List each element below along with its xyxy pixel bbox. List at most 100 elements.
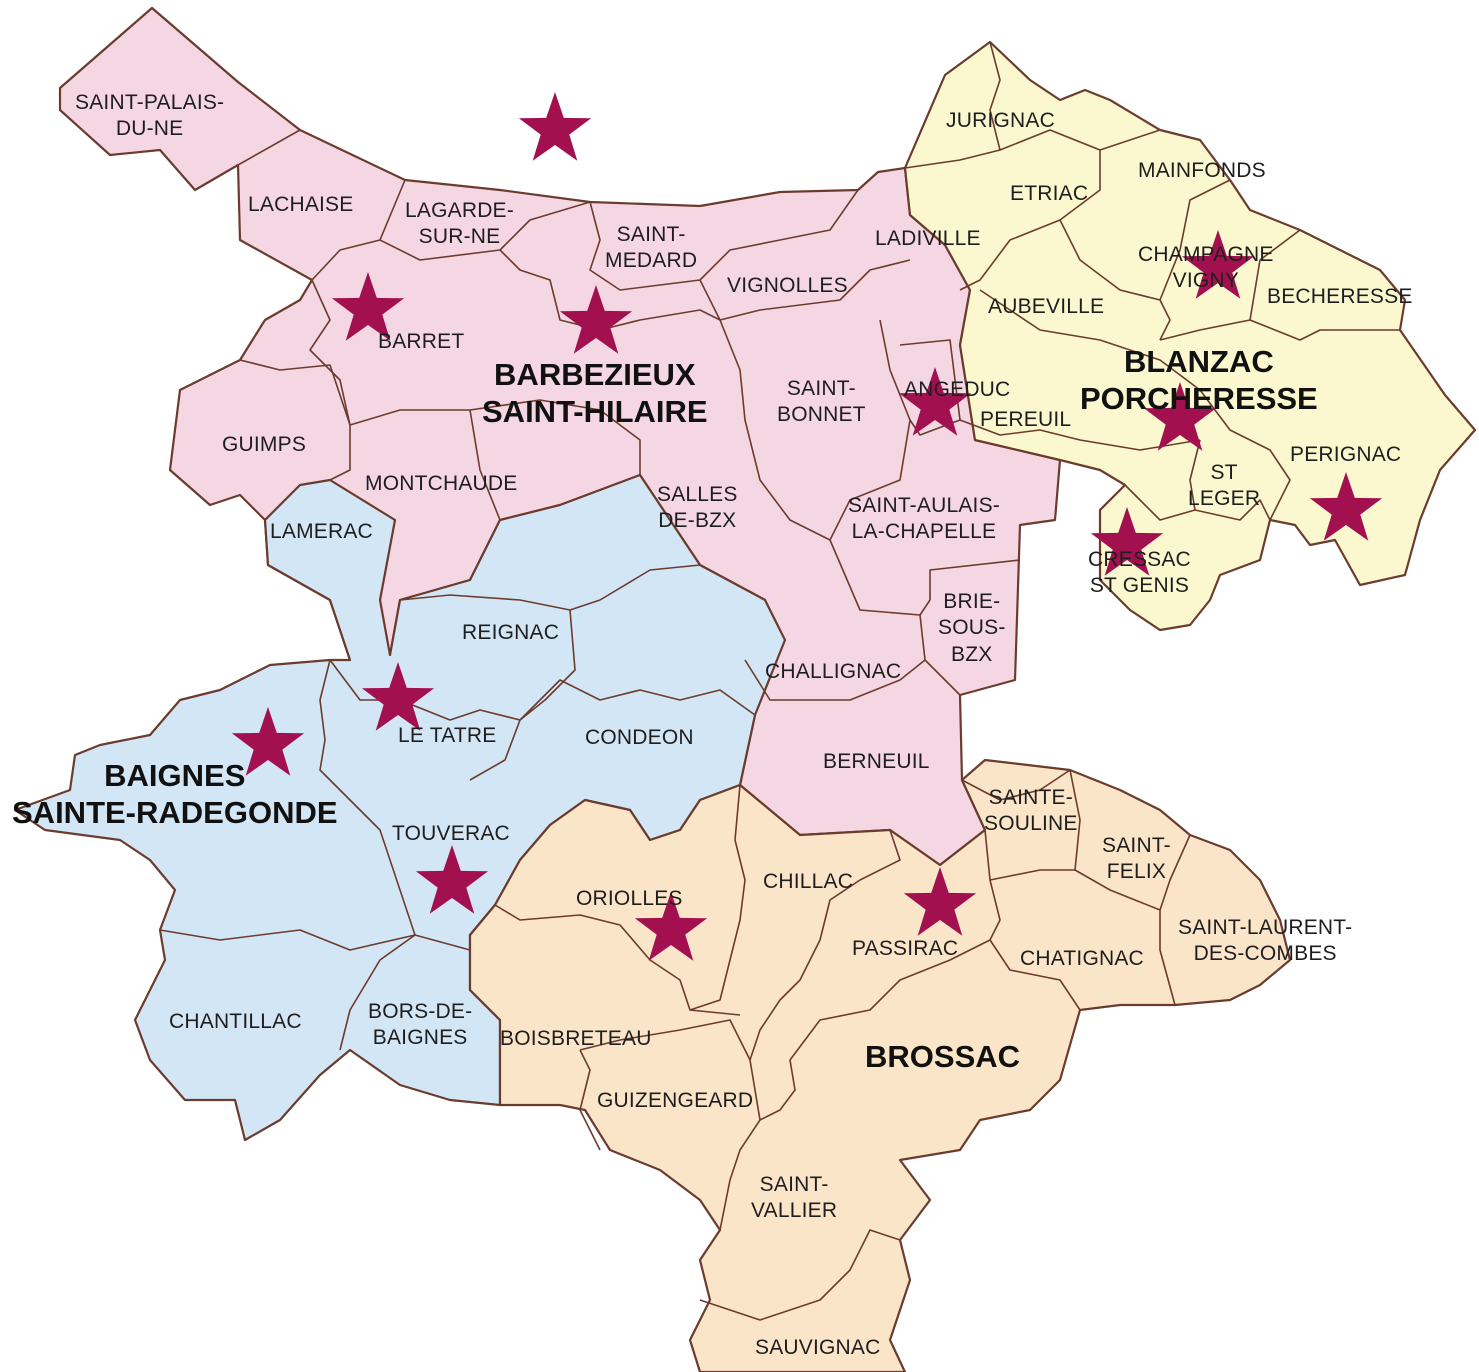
label-montchaude: MONTCHAUDE — [365, 472, 518, 495]
label-saint-medard: SAINT- MEDARD — [605, 223, 698, 273]
label-saint-felix: SAINT- FELIX — [1102, 834, 1171, 884]
commune-border — [689, 784, 746, 1011]
canton-label-baignes: BAIGNES SAINTE-RADEGONDE — [12, 758, 338, 831]
label-bors-de-baignes: BORS-DE- BAIGNES — [368, 1000, 473, 1050]
commune-border — [319, 659, 416, 936]
region-blanzac[interactable] — [903, 40, 1477, 632]
label-challignac: CHALLIGNAC — [765, 660, 902, 683]
label-angeduc: ANGEDUC — [904, 378, 1011, 401]
label-sauvignac: SAUVIGNAC — [755, 1336, 881, 1359]
commune-border — [1069, 769, 1176, 1006]
label-becheresse: BECHERESSE — [1267, 285, 1413, 308]
star-icon — [518, 92, 592, 161]
commune-border — [929, 559, 1021, 600]
star-icon — [1143, 382, 1217, 451]
commune-border — [959, 419, 1201, 451]
label-condeon: CONDEON — [585, 726, 694, 749]
label-chillac: CHILLAC — [763, 870, 854, 893]
label-passirac: PASSIRAC — [852, 937, 959, 960]
star-icon — [559, 285, 633, 354]
commune-border — [904, 41, 1001, 169]
commune-border — [311, 179, 406, 281]
commune-border — [749, 829, 901, 1121]
label-chantillac: CHANTILLAC — [169, 1010, 302, 1033]
commune-border — [309, 279, 470, 426]
label-mainfonds: MAINFONDS — [1138, 159, 1266, 182]
commune-border — [237, 129, 301, 166]
star-icon — [231, 707, 305, 776]
commune-border — [979, 289, 1291, 521]
commune-border — [579, 1049, 601, 1151]
label-brie-sous-bzx: BRIE- SOUS- BZX — [938, 590, 1006, 666]
commune-border — [1059, 219, 1171, 341]
commune-border — [1249, 319, 1400, 341]
commune-border — [719, 319, 931, 616]
star-icon — [634, 892, 708, 961]
label-saint-bonnet: SAINT- BONNET — [777, 377, 866, 427]
label-lachaise: LACHAISE — [248, 193, 354, 216]
label-saint-palais-du-ne: SAINT-PALAIS- DU-NE — [75, 91, 225, 141]
label-vignolles: VIGNOLLES — [727, 274, 848, 297]
label-ladiville: LADIVILLE — [875, 227, 981, 250]
label-saint-aulais: SAINT-AULAIS- LA-CHAPELLE — [848, 494, 1000, 544]
commune-border — [699, 259, 911, 321]
star-icon — [1181, 230, 1255, 299]
star-icon — [903, 867, 977, 936]
commune-border — [519, 609, 576, 721]
commune-border — [959, 129, 1101, 291]
commune-border — [719, 1119, 761, 1231]
label-pereuil: PEREUIL — [980, 408, 1072, 431]
commune-border — [339, 934, 416, 1051]
label-aubeville: AUBEVILLE — [988, 295, 1105, 318]
label-saint-laurent-des-combes: SAINT-LAURENT- DES-COMBES — [1178, 916, 1353, 966]
label-st-leger: ST LEGER — [1188, 461, 1261, 511]
canton-label-barbezieux: BARBEZIEUX SAINT-HILAIRE — [482, 357, 708, 430]
commune-border — [469, 399, 641, 475]
commune-border — [829, 319, 911, 541]
commune-border — [744, 659, 926, 701]
label-etriac: ETRIAC — [1010, 182, 1089, 205]
commune-border — [239, 359, 351, 481]
star-icon — [1090, 507, 1164, 576]
commune-border — [961, 769, 1071, 801]
star-icon — [898, 367, 972, 436]
commune-border — [984, 829, 1075, 881]
label-berneuil: BERNEUIL — [823, 750, 930, 773]
label-guizengeard: GUIZENGEARD — [597, 1089, 754, 1112]
label-touverac: TOUVERAC — [392, 822, 510, 845]
star-icon — [361, 662, 435, 731]
label-reignac: REIGNAC — [462, 621, 560, 644]
label-le-tatre: LE TATRE — [398, 724, 497, 747]
label-barret: BARRET — [378, 330, 465, 353]
commune-border — [1194, 499, 1271, 521]
label-boisbreteau: BOISBRETEAU — [500, 1027, 652, 1050]
canton-label-blanzac: BLANZAC PORCHERESSE — [1080, 344, 1318, 417]
commune-border — [699, 1229, 901, 1321]
label-cressac-st-genis: CRESSAC ST GENIS — [1088, 548, 1191, 598]
label-salles-de-bzx: SALLES DE-BZX — [657, 483, 738, 533]
commune-border — [989, 879, 1081, 1011]
label-oriolles: ORIOLLES — [576, 887, 683, 910]
commune-border — [1159, 834, 1191, 911]
commune-border — [579, 1019, 751, 1061]
label-perignac: PERIGNAC — [1290, 443, 1402, 466]
label-champagne-vigny: CHAMPAGNE VIGNY — [1138, 243, 1274, 293]
commune-border — [759, 939, 991, 1121]
label-guimps: GUIMPS — [222, 433, 307, 456]
canton-label-brossac: BROSSAC — [865, 1039, 1021, 1074]
commune-border — [329, 659, 521, 781]
star-icon — [415, 845, 489, 914]
label-sainte-souline: SAINTE- SOULINE — [984, 786, 1078, 836]
label-lamerac: LAMERAC — [270, 520, 373, 543]
commune-border — [1099, 129, 1161, 151]
commune-border — [494, 904, 741, 1016]
commune-border — [1159, 179, 1231, 301]
commune-border — [1124, 439, 1201, 521]
commune-border — [519, 679, 756, 721]
commune-border — [469, 409, 501, 521]
star-icon — [1309, 472, 1383, 541]
label-lagarde-sur-ne: LAGARDE- SUR-NE — [405, 199, 514, 249]
star-icon — [331, 272, 405, 341]
